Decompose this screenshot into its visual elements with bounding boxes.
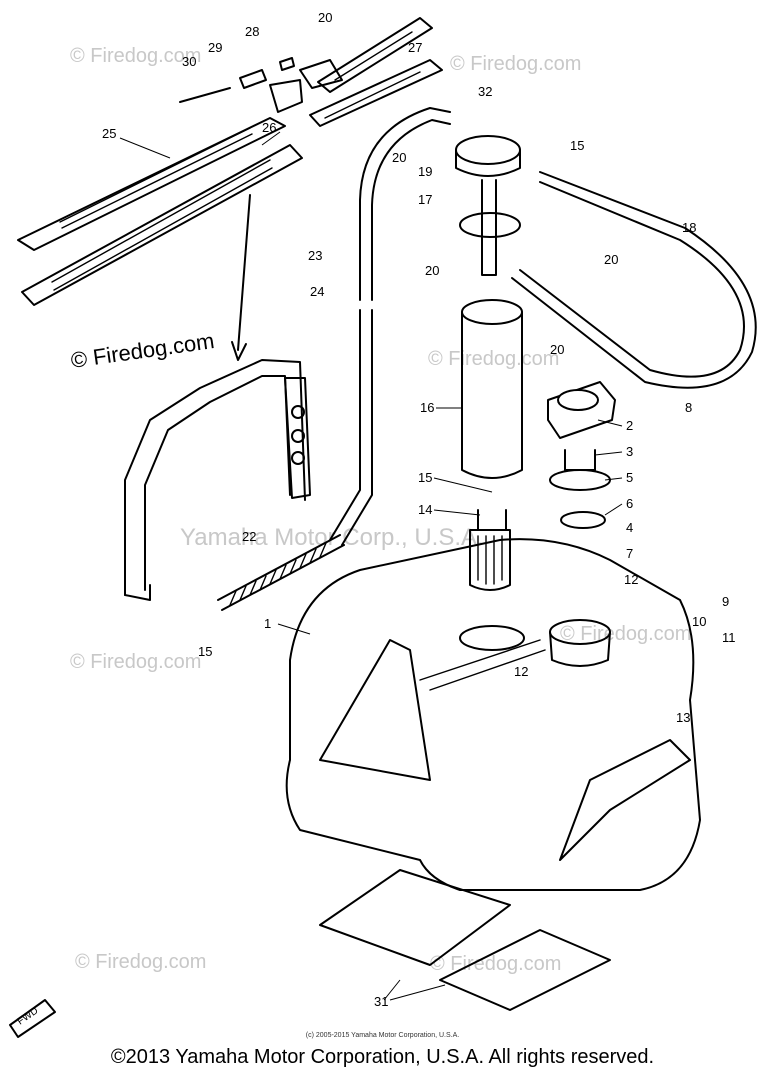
- hoses: [329, 107, 757, 546]
- callout-29: 29: [208, 40, 222, 55]
- callout-16: 16: [420, 400, 434, 415]
- callout-7: 7: [626, 546, 633, 561]
- footer-copyright: ©2013 Yamaha Motor Corporation, U.S.A. A…: [110, 1046, 655, 1068]
- callout-8: 8: [685, 400, 692, 415]
- callout-15: 15: [570, 138, 584, 153]
- callout-5: 5: [626, 470, 633, 485]
- callout-32: 32: [478, 84, 492, 99]
- callout-21: 23: [308, 248, 322, 263]
- watermark: © Firedog.com: [450, 53, 581, 75]
- straps: [17, 17, 443, 306]
- watermark: © Firedog.com: [430, 953, 561, 975]
- callout-15: 15: [418, 470, 432, 485]
- callout-14: 14: [418, 502, 432, 517]
- callout-13: 13: [676, 710, 690, 725]
- fuel-cap: [547, 381, 616, 529]
- tank-bracket: [124, 359, 311, 601]
- fuel-pickup: [455, 135, 523, 591]
- spring-hose: [217, 534, 345, 611]
- callout-9: 9: [722, 594, 729, 609]
- callout-2: 2: [626, 418, 633, 433]
- callout-23: 22: [242, 529, 256, 544]
- callout-20: 20: [392, 150, 406, 165]
- mats: [319, 869, 611, 1011]
- callout-22: 24: [310, 284, 324, 299]
- watermark: © Firedog.com: [70, 651, 201, 673]
- callout-31: 31: [374, 994, 388, 1009]
- watermark: © Firedog.com: [75, 951, 206, 973]
- watermark-main: © Firedog.com: [69, 328, 216, 373]
- callout-1: 1: [264, 616, 271, 631]
- fuel-tank: [285, 538, 701, 891]
- callout-20: 20: [425, 263, 439, 278]
- callout-3: 3: [626, 444, 633, 459]
- callout-30: 30: [182, 54, 196, 69]
- callout-12: 12: [514, 664, 528, 679]
- callout-26: 20: [318, 10, 332, 25]
- callout-4: 4: [626, 520, 633, 535]
- callout-19: 18: [682, 220, 696, 235]
- small-copyright: (c) 2005-2015 Yamaha Motor Corporation, …: [305, 1032, 460, 1039]
- callout-25: 26: [262, 120, 276, 135]
- callout-12: 12: [624, 572, 638, 587]
- watermark: © Firedog.com: [70, 45, 201, 67]
- callout-10: 10: [692, 614, 706, 629]
- callout-28: 28: [245, 24, 259, 39]
- callout-24: 25: [102, 126, 116, 141]
- callout-20: 20: [550, 342, 564, 357]
- callout-27: 27: [408, 40, 422, 55]
- callout-11: 11: [722, 630, 736, 645]
- watermark: © Firedog.com: [560, 623, 691, 645]
- watermarks: © Firedog.com © Firedog.com © Firedog.co…: [69, 45, 691, 975]
- callout-15: 15: [198, 644, 212, 659]
- callout-20: 20: [604, 252, 618, 267]
- callout-6: 6: [626, 496, 633, 511]
- callout-17: 17: [418, 192, 432, 207]
- callout-18: 19: [418, 164, 432, 179]
- callouts: 20 28 29 27 30 25 26 32 20 19 15 17 18 2…: [102, 10, 736, 1009]
- watermark: © Firedog.com: [428, 348, 559, 370]
